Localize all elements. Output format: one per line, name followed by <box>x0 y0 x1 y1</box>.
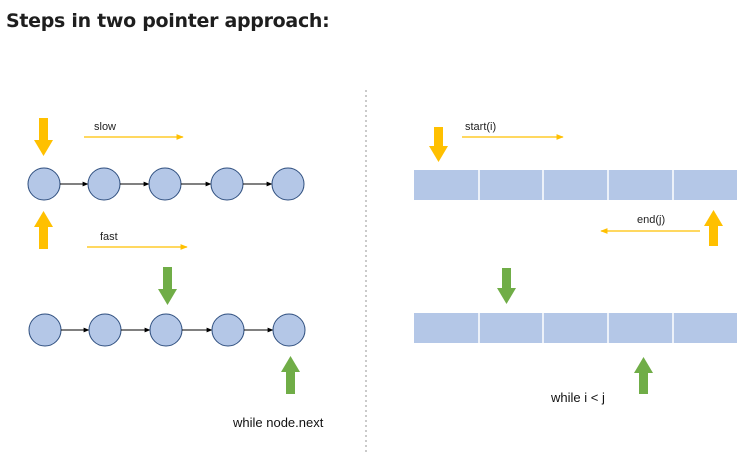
array-row-2 <box>414 313 737 343</box>
array-row-1 <box>414 170 737 200</box>
list-node <box>28 313 62 347</box>
list-node <box>211 313 245 347</box>
end-label: end(j) <box>637 214 665 226</box>
array-cell <box>543 313 608 343</box>
array-cell <box>543 170 608 200</box>
array-cell <box>414 170 479 200</box>
array-cell <box>479 313 543 343</box>
array-cell <box>608 170 673 200</box>
array-cell <box>673 313 737 343</box>
slow-pointer-down-arrow-icon <box>34 118 53 156</box>
end-pointer-up-arrow-icon <box>704 210 723 246</box>
list-node <box>148 167 182 201</box>
array-cell <box>414 313 479 343</box>
array-cell <box>673 170 737 200</box>
right-caption: while i < j <box>550 390 605 405</box>
fast-pointer-up-arrow-icon <box>34 211 53 249</box>
linked-list-row-1 <box>27 167 305 201</box>
list-node <box>149 313 183 347</box>
array-cell <box>608 313 673 343</box>
list-node <box>272 313 306 347</box>
array-cell <box>479 170 543 200</box>
list-node <box>88 313 122 347</box>
green-down-arrow-icon <box>497 268 516 304</box>
left-caption: while node.next <box>232 415 324 430</box>
green-down-arrow-icon <box>158 267 177 305</box>
list-node <box>210 167 244 201</box>
start-label: start(i) <box>465 121 496 133</box>
page-title: Steps in two pointer approach: <box>6 10 330 32</box>
slow-label: slow <box>94 121 116 133</box>
list-node <box>87 167 121 201</box>
fast-label: fast <box>100 231 118 243</box>
start-pointer-down-arrow-icon <box>429 127 448 162</box>
list-node <box>271 167 305 201</box>
green-up-arrow-icon <box>634 357 653 394</box>
green-up-arrow-icon <box>281 356 300 394</box>
linked-list-row-2 <box>28 313 306 347</box>
list-node <box>27 167 61 201</box>
